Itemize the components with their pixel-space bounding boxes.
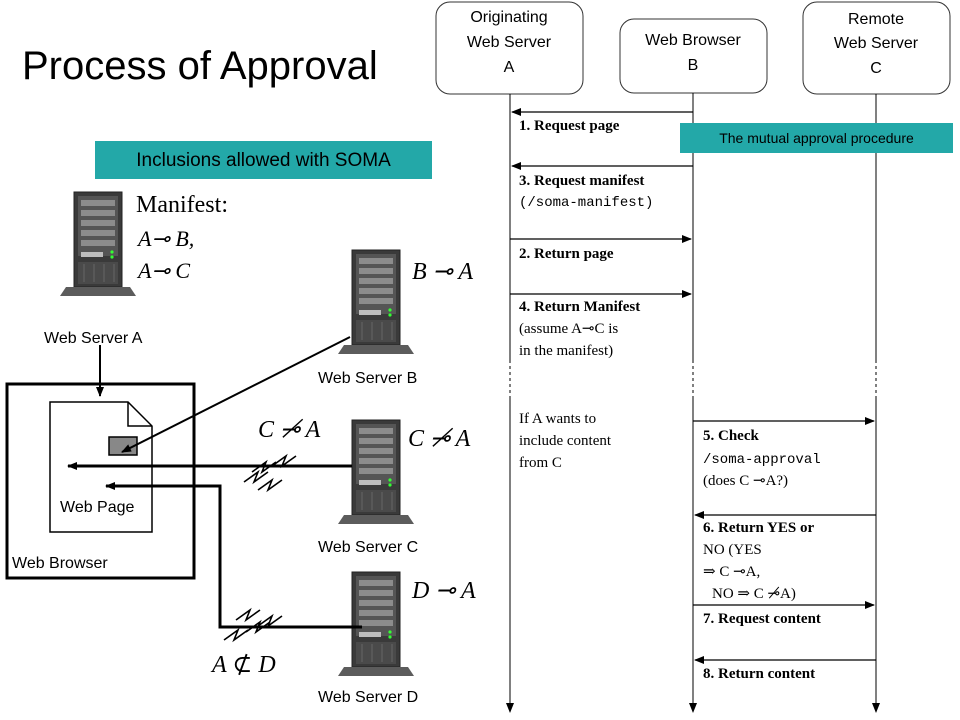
lifeline-b: Web Browser B	[619, 18, 768, 94]
relation-label: C ⊸̸ A	[408, 426, 471, 452]
step-2: 2. Return page	[519, 246, 614, 262]
lifeline-line-2: Web Server	[467, 34, 552, 51]
lifeline-line-2: B	[688, 57, 699, 74]
step-6-note-3: NO ⇒ C ⊸̸A)	[712, 586, 796, 602]
lifeline-a: Originating Web Server A	[435, 1, 584, 95]
server-label: Web Server A	[44, 330, 143, 347]
blocked-link-c	[243, 453, 297, 493]
server-label: Web Server C	[318, 539, 418, 556]
step-5-note: (does C ⊸A?)	[703, 473, 788, 489]
condition-line-3: from C	[519, 455, 562, 471]
web-server-d: Web Server D D ⊸ A A ⊄ D	[210, 571, 476, 706]
blocked-link-d	[223, 607, 283, 643]
server-icon	[337, 419, 415, 525]
lifeline-c: Remote Web Server C	[802, 1, 951, 95]
condition-line-1: If A wants to	[519, 411, 596, 427]
messages	[510, 108, 876, 664]
manifest-line-1: A⊸ B,	[136, 226, 194, 251]
manifest: Manifest: A⊸ B, A⊸ C	[136, 192, 228, 283]
soma-inclusions-tag: Inclusions allowed with SOMA	[95, 141, 432, 179]
web-server-a: Web Server A	[44, 191, 143, 347]
link-relation-label: A ⊄ D	[210, 652, 276, 678]
step-4: 4. Return Manifest	[519, 299, 640, 315]
server-icon	[59, 191, 137, 297]
server-icon	[337, 571, 415, 677]
link-relation-label: C ⊸̸ A	[258, 417, 321, 443]
browser-label: Web Browser	[12, 555, 108, 572]
web-server-b: Web Server B B ⊸ A	[318, 249, 473, 387]
step-4-note-2: in the manifest)	[519, 343, 613, 359]
relation-label: B ⊸ A	[412, 259, 473, 285]
lifeline-line-1: Web Browser	[645, 32, 741, 49]
manifest-heading: Manifest:	[136, 192, 228, 218]
step-8: 8. Return content	[703, 666, 815, 682]
left-panel: Web Server A Manifest: A⊸ B, A⊸ C Web Se…	[5, 191, 476, 706]
server-label: Web Server B	[318, 370, 417, 387]
lifeline-line-2: Web Server	[834, 35, 919, 52]
step-7: 7. Request content	[703, 611, 821, 627]
step-6-note-1: NO (YES	[703, 542, 762, 558]
arrow-b-to-page	[121, 336, 351, 453]
step-labels: 1. Request page 3. Request manifest (/so…	[519, 118, 821, 682]
sequence-diagram: Originating Web Server A Web Browser B R…	[435, 1, 951, 713]
step-6-note-2: ⇒ C ⊸A,	[703, 564, 760, 580]
step-6: 6. Return YES or	[703, 520, 814, 536]
page-title: Process of Approval	[22, 44, 378, 88]
mutual-approval-tag: The mutual approval procedure	[680, 123, 953, 153]
manifest-line-2: A⊸ C	[136, 258, 190, 283]
step-1: 1. Request page	[519, 118, 620, 134]
condition-line-2: include content	[519, 433, 612, 449]
relation-label: D ⊸ A	[411, 578, 476, 604]
step-3: 3. Request manifest	[519, 173, 644, 189]
step-5-path: /soma-approval	[703, 452, 821, 468]
step-4-note-1: (assume A⊸C is	[519, 321, 618, 337]
lifeline-line-3: C	[870, 60, 882, 77]
server-label: Web Server D	[318, 689, 418, 706]
lifeline-line-3: A	[504, 59, 515, 76]
web-server-c: Web Server C C ⊸̸ A C ⊸̸ A	[258, 417, 471, 556]
step-5: 5. Check	[703, 428, 759, 444]
lifeline-line-1: Originating	[470, 9, 547, 26]
arrow-d-to-page	[105, 482, 362, 629]
web-page-label: Web Page	[60, 499, 135, 516]
step-3-path: (/soma-manifest)	[519, 195, 653, 211]
lifeline-line-1: Remote	[848, 11, 904, 28]
